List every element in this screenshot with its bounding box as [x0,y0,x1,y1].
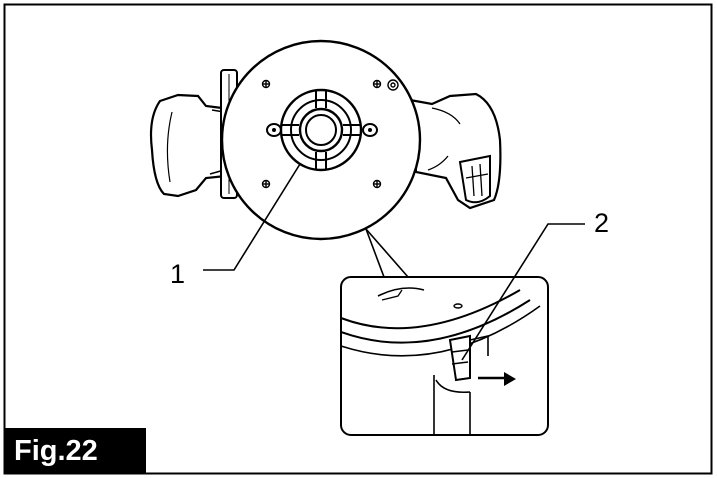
detail-pointer-2 [365,228,385,278]
callout-number-1: 1 [170,259,186,289]
template-guide [266,88,378,172]
figure-label: Fig.22 [5,428,146,474]
base-screws [261,79,399,189]
detail-inset [340,276,549,436]
callout-number-2: 2 [594,208,610,238]
left-handle [149,93,228,198]
leader-line-2 [461,223,585,361]
leader-line-1 [203,163,301,271]
figure-frame [3,3,713,475]
detail-pointer [365,228,409,278]
trigger-switch [458,154,491,204]
